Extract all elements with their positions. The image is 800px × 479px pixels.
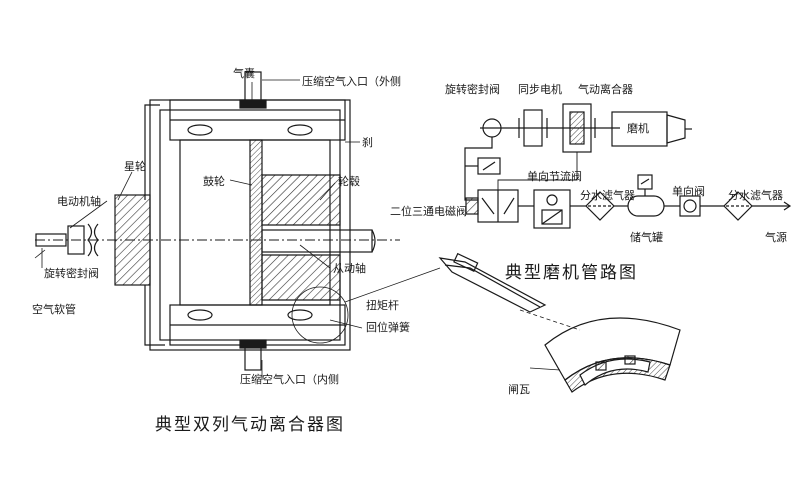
clutch-caption: 典型双列气动离合器图 xyxy=(155,415,345,435)
label-one-way-valve: 单向阀 xyxy=(672,185,705,198)
bottom-inlet-pipe xyxy=(244,344,262,371)
label-torque-bar: 扭矩杆 xyxy=(366,299,399,312)
label-air-inlet-inner: 压缩空气入口（内侧 xyxy=(240,373,339,386)
label-air-tank: 储气罐 xyxy=(630,231,663,244)
label-motor-shaft: 电动机轴 xyxy=(57,195,101,208)
label-air-inlet-outer: 压缩空气入口（外侧 xyxy=(302,75,401,88)
center-wall xyxy=(249,139,263,306)
label-sync-motor: 同步电机 xyxy=(518,83,562,96)
label-hub: 轮毂 xyxy=(338,175,360,188)
driven-shaft xyxy=(261,229,373,253)
label-airbag: 气囊 xyxy=(233,67,255,80)
water-filter-2-symbol xyxy=(723,191,753,221)
label-driven-shaft: 从动轴 xyxy=(333,262,366,275)
label-star-wheel: 星轮 xyxy=(124,160,146,173)
clutch-assembly xyxy=(35,71,441,371)
label-brake-shoe: 闸瓦 xyxy=(508,383,530,396)
label-air-source: 气源 xyxy=(765,231,787,244)
motor-shaft-coupling xyxy=(67,225,85,255)
air-hose-fitting xyxy=(35,233,67,247)
label-pneumatic-clutch: 气动离合器 xyxy=(578,83,633,96)
mill-pipeline xyxy=(464,103,792,229)
brake-shoe xyxy=(529,317,681,393)
label-brake: 刹 xyxy=(362,136,373,149)
label-rotary-seal-valve: 旋转密封阀 xyxy=(44,267,99,280)
water-filter-1-symbol xyxy=(585,191,615,221)
label-mill: 磨机 xyxy=(627,122,649,135)
hub-upper xyxy=(261,174,341,226)
label-water-filter-2: 分水滤气器 xyxy=(728,189,783,202)
label-return-spring: 回位弹簧 xyxy=(366,321,410,334)
label-solenoid-valve: 二位三通电磁阀 xyxy=(390,205,467,218)
pipeline-caption: 典型磨机管路图 xyxy=(505,263,638,283)
clutch-leader-lines xyxy=(34,79,363,380)
hub-lower xyxy=(261,254,341,301)
label-water-filter-1: 分水滤气器 xyxy=(580,189,635,202)
label-pipe-rotary-seal-valve: 旋转密封阀 xyxy=(445,83,500,96)
one-way-throttle-symbol xyxy=(533,189,571,229)
sync-motor-symbol xyxy=(523,109,543,147)
label-drum-wheel: 鼓轮 xyxy=(203,175,225,188)
label-one-way-throttle: 单向节流阀 xyxy=(527,170,582,183)
one-way-valve-symbol xyxy=(679,195,701,217)
detail-callout-circle xyxy=(291,286,349,344)
torque-bar-assembly xyxy=(438,252,581,331)
label-air-hose: 空气软管 xyxy=(32,303,76,316)
